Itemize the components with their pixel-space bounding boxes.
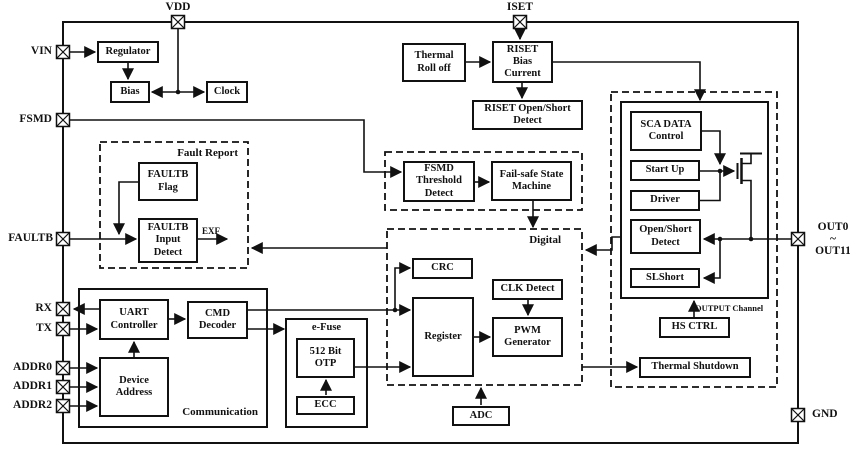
pin-vin [55,44,71,60]
pin-label-faultb: FAULTB [8,232,53,244]
fsmd-group-box [384,151,583,211]
wire-output-digital [584,236,621,256]
pin-label-vin: VIN [30,45,52,57]
pin-label-fsmd: FSMD [19,113,52,125]
pin-label-addr0: ADDR0 [13,361,52,373]
block-open-short-detect: Open/Short Detect [630,219,701,254]
pin-gnd [790,407,806,423]
group-label-communication: Communication [182,406,258,418]
pin-label-addr2: ADDR2 [13,399,52,411]
block-riset-bias-current: RISET Bias Current [492,41,553,83]
pin-tx [55,321,71,337]
block-fail-safe-state-machine: Fail-safe State Machine [491,161,572,201]
block-clk-detect: CLK Detect [492,279,563,300]
pin-addr2 [55,398,71,414]
block-ecc: ECC [296,396,355,415]
pin-label-gnd: GND [812,408,838,420]
pin-out [790,231,806,247]
block-device-address: Device Address [99,357,169,417]
block-uart-controller: UART Controller [99,299,169,340]
output-channel-group-box [620,101,769,299]
pin-label-addr1: ADDR1 [13,380,52,392]
wire-driver-gate [700,171,721,202]
wire-faultbflag-drop [113,181,138,236]
block-512bit-otp: 512 Bit OTP [296,338,355,378]
communication-group-box [78,288,268,428]
block-thermal-roll-off: Thermal Roll off [402,43,466,82]
block-fsmd-threshold-detect: FSMD Threshold Detect [403,161,475,202]
wire-out-slshort [702,239,721,284]
pin-faultb [55,231,71,247]
efuse-group-box [285,318,368,428]
block-pwm-generator: PWM Generator [492,317,563,357]
block-sca-data-control: SCA DATA Control [630,111,702,151]
block-regulator: Regulator [97,41,159,63]
group-label-digital: Digital [529,234,561,246]
block-bias: Bias [110,81,150,103]
group-label-efuse: e-Fuse [311,322,342,333]
pins [55,14,806,423]
group-label-fault-report: Fault Report [177,147,238,159]
pin-fsmd [55,112,71,128]
pin-label-vdd: VDD [165,1,191,13]
fault-report-group-box [99,141,249,269]
wire-branch-crc [394,262,412,310]
pin-label-iset: ISET [506,1,534,13]
block-adc: ADC [452,406,510,426]
block-thermal-shutdown: Thermal Shutdown [639,357,751,378]
block-start-up: Start Up [630,160,700,181]
block-register: Register [412,297,474,377]
pin-iset [512,14,528,30]
signal-label-exf: EXF [202,226,220,236]
block-cmd-decoder: CMD Decoder [187,301,248,339]
wire-sca-gate [702,130,726,166]
block-crc: CRC [412,258,473,279]
mosfet-icon [736,152,762,239]
pin-vdd [170,14,186,30]
block-hs-ctrl: HS CTRL [659,317,730,338]
block-driver: Driver [630,190,700,211]
wire-riset-outputchannel [553,61,706,102]
block-clock: Clock [206,81,248,103]
junction-dots [175,89,754,313]
pin-label-tx: TX [36,322,52,334]
group-label-output-channel: OUTPUT Channel [695,303,764,313]
pin-label-rx: RX [35,302,52,314]
block-faultb-input-detect: FAULTB Input Detect [138,218,198,263]
pin-addr1 [55,379,71,395]
pin-rx [55,301,71,317]
wire-fsmd-threshold [70,119,403,178]
wires [70,28,791,412]
block-faultb-flag: FAULTB Flag [138,162,198,201]
block-riset-open-short-detect: RISET Open/Short Detect [472,100,583,130]
pin-label-out: OUT0 ~ OUT11 [815,221,850,258]
block-slshort: SLShort [630,268,700,288]
pin-addr0 [55,360,71,376]
